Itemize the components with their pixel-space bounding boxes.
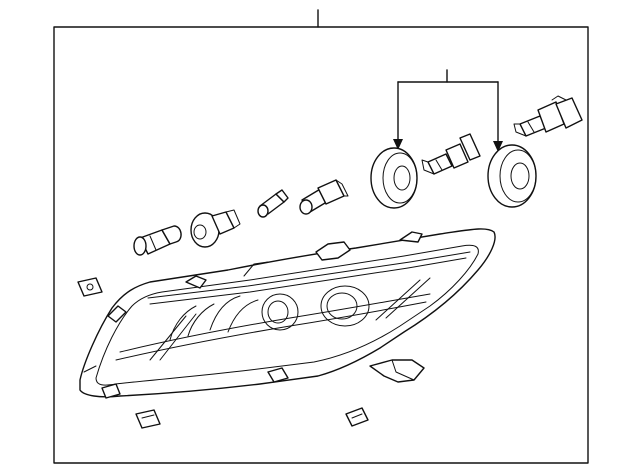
wedge-bulb-mini-icon xyxy=(257,189,289,218)
halogen-bulb-right-icon xyxy=(513,95,583,137)
clip-bottom-right-icon xyxy=(345,407,369,427)
bulb-socket-icon xyxy=(190,209,241,248)
dust-cap-left-icon xyxy=(370,147,418,209)
callout-bracket xyxy=(393,69,503,152)
dust-cap-right-icon xyxy=(487,144,537,208)
clip-bottom-left-icon xyxy=(135,409,161,429)
clip-left-icon xyxy=(77,277,103,297)
headlight-assembly-icon xyxy=(79,228,496,399)
wedge-bulb-small-icon xyxy=(133,225,182,256)
halogen-bulb-left-icon xyxy=(421,133,481,175)
bulb-socket-long-icon xyxy=(299,179,349,215)
diagram-frame xyxy=(53,26,589,464)
